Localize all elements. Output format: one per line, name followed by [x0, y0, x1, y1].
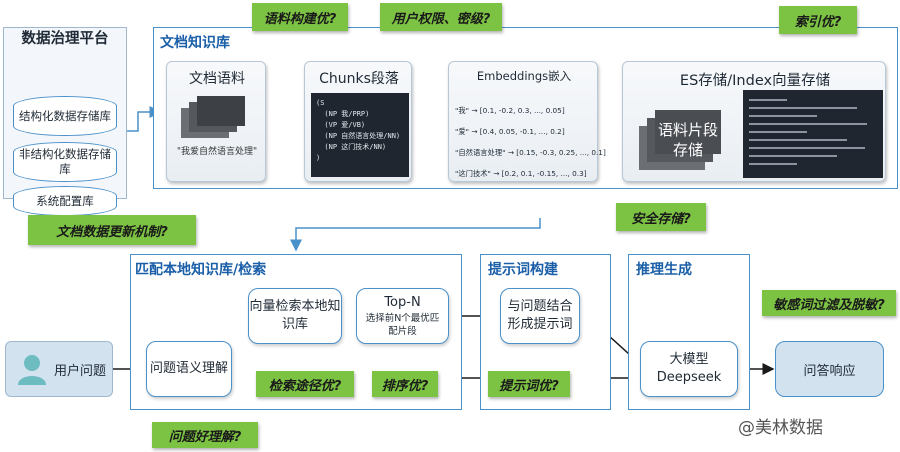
note-question-opt: 问题好理解?	[152, 422, 258, 448]
note-sensitive: 敏感词过滤及脱敏?	[762, 290, 896, 316]
topn-desc: 选择前N个最优匹配片段	[365, 313, 440, 337]
embedding-row: "我" → [0.1, -0.2, 0.3, ..., 0.05]	[455, 106, 565, 115]
document-stack-icon	[181, 96, 245, 138]
structured-store: 结构化数据存储库	[13, 96, 117, 136]
note-permission: 用户权限、密级?	[380, 3, 502, 31]
user-question-box: 用户问题	[5, 341, 113, 397]
data-governance-platform: 数据治理平台 结构化数据存储库 非结构化数据存储库 系统配置库	[3, 27, 127, 216]
user-question-label: 用户问题	[54, 363, 107, 379]
unstructured-store: 非结构化数据存储库	[13, 142, 117, 182]
code-line: )	[316, 154, 321, 162]
platform-title: 数据治理平台	[21, 31, 109, 47]
code-line: (VP 爱/VB)	[316, 121, 366, 129]
user-icon	[18, 355, 46, 385]
config-store: 系统配置库	[13, 186, 117, 216]
vector-search-card: 向量检索本地知识库	[248, 288, 342, 344]
chunks-card: Chunks段落 (S (NP 我/PRP) (VP 爱/VB) (NP 自然语…	[304, 61, 412, 182]
doc-kb-title: 文档知识库	[160, 35, 230, 51]
code-lines-icon	[749, 99, 867, 165]
note-prompt-opt: 提示词优?	[488, 371, 570, 397]
arrow-platform-to-kb	[124, 106, 162, 132]
embedding-row: "自然语言处理" → [0.15, -0.3, 0.25, ..., 0.1]	[455, 148, 606, 157]
corpus-store-stack-icon	[639, 110, 721, 170]
chunks-title: Chunks段落	[319, 71, 399, 87]
watermark: @美林数据	[738, 418, 823, 438]
embedding-row: "爱" → [0.4, 0.05, -0.1, ..., 0.2]	[455, 127, 565, 136]
topn-card: Top-N 选择前N个最优匹配片段	[356, 288, 449, 344]
topn-title: Top-N	[384, 295, 421, 310]
embeddings-title: Embeddings嵌入	[476, 69, 572, 83]
llm-card: 大模型Deepseek	[640, 341, 738, 397]
note-search-path: 检索途径优?	[256, 371, 354, 397]
inference-title: 推理生成	[636, 262, 692, 278]
corpus-title: 文档语料	[189, 71, 245, 87]
arrow-kb-to-retrieval	[290, 218, 541, 252]
corpus-card: 文档语料 "我爱自然语言处理"	[166, 61, 266, 182]
note-corpus-build: 语料构建优?	[252, 3, 348, 31]
embeddings-card: Embeddings嵌入 "我" → [0.1, -0.2, 0.3, ...,…	[448, 61, 606, 184]
embedding-row: "这门技术" → [0.2, 0.1, -0.15, ..., 0.3]	[455, 169, 587, 178]
code-line: (NP 我/PRP)	[316, 110, 370, 118]
prompt-combine-card: 与问题结合形成提示词	[500, 288, 580, 344]
note-update: 文档数据更新机制?	[28, 215, 196, 245]
es-store-label: 语料片段存储	[657, 121, 718, 159]
note-index: 索引优?	[779, 6, 857, 34]
es-title: ES存储/Index向量存储	[679, 73, 831, 89]
code-line: (S	[316, 99, 325, 107]
prompt-title: 提示词构建	[488, 262, 558, 278]
note-security: 安全存储?	[616, 203, 706, 231]
chunks-code-block: (S (NP 我/PRP) (VP 爱/VB) (NP 自然语言处理/NN) (…	[311, 93, 409, 177]
embeddings-list: "我" → [0.1, -0.2, 0.3, ..., 0.05] "爱" → …	[455, 100, 606, 184]
question-understanding-card: 问题语义理解	[146, 341, 232, 397]
es-card: ES存储/Index向量存储 语料片段存储	[622, 61, 886, 182]
answer-box: 问答响应	[775, 341, 884, 397]
code-line: (NP 自然语言处理/NN)	[316, 132, 401, 140]
es-code-panel	[743, 90, 883, 178]
code-line: (NP 这门技术/NN)	[316, 143, 387, 151]
corpus-caption: "我爱自然语言处理"	[176, 147, 258, 157]
note-ranking: 排序优?	[372, 371, 438, 397]
retrieval-title: 匹配本地知识库/检索	[135, 262, 267, 278]
